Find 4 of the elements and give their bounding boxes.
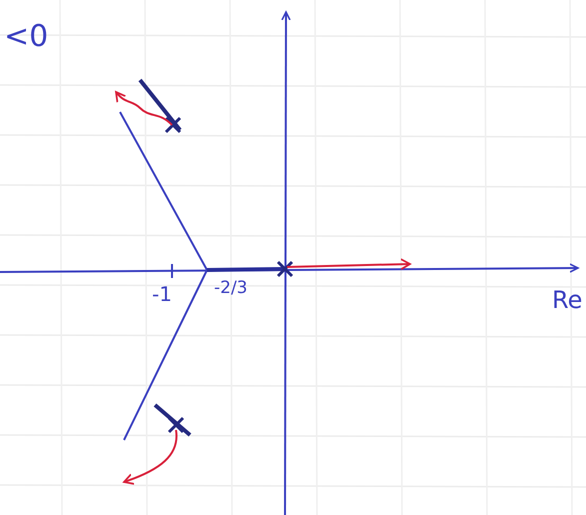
tick-label: -1	[152, 284, 172, 304]
condition-label: <0	[4, 22, 48, 52]
axis-label: Re	[552, 288, 582, 312]
tick-label: -2/3	[214, 280, 248, 297]
